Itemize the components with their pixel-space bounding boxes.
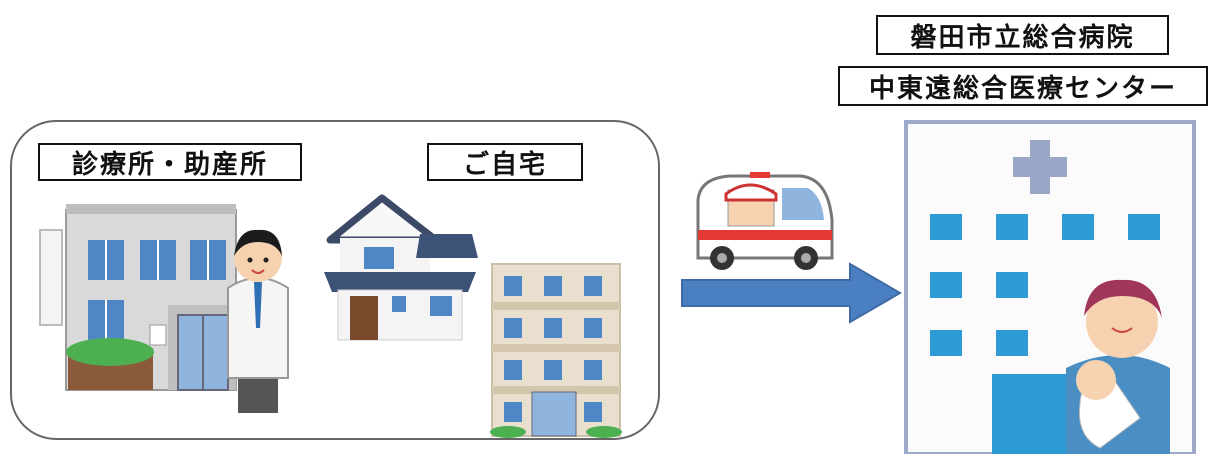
clinic-label: 診療所・助産所 (38, 143, 302, 181)
ambulance-illustration (696, 172, 834, 270)
apartment-building-illustration (490, 263, 622, 438)
doctor-illustration (227, 229, 289, 413)
hospital-name-label-1: 磐田市立総合病院 (876, 15, 1169, 55)
hospital-name-label-2: 中東遠総合医療センター (838, 66, 1208, 106)
house-illustration (324, 194, 478, 341)
transport-arrow (681, 262, 902, 324)
clinic-building-illustration (39, 204, 237, 391)
home-label: ご自宅 (427, 143, 583, 181)
hospital-building-illustration (904, 120, 1196, 454)
